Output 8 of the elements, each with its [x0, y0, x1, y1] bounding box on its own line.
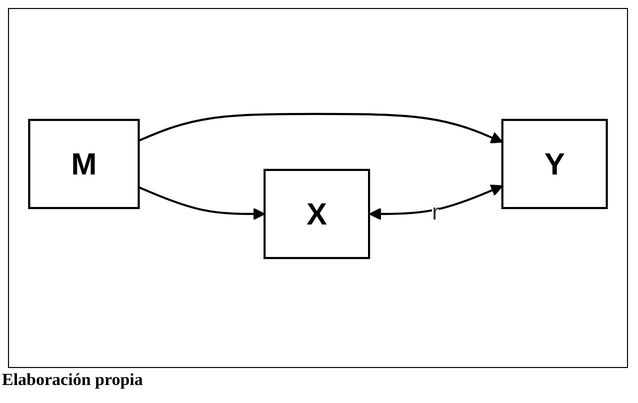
node-box — [501, 118, 608, 209]
caption: Elaboración propia — [2, 370, 143, 390]
node-box — [28, 118, 140, 209]
node-box — [264, 168, 370, 259]
frame: r M X Y — [8, 8, 628, 368]
arrow — [369, 184, 503, 220]
arrow — [138, 112, 503, 143]
arrow — [138, 186, 266, 220]
